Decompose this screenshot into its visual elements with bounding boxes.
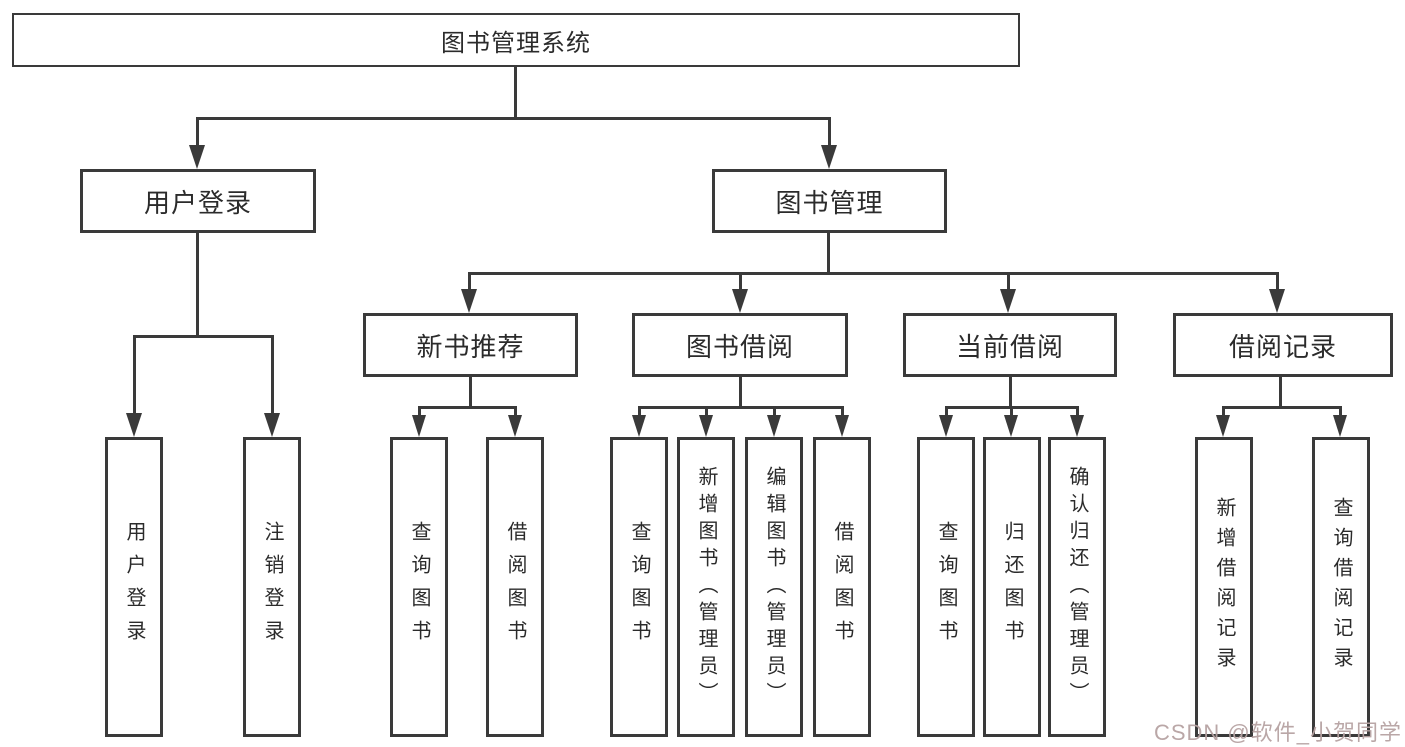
leaf-logout: 注销登录: [243, 437, 301, 737]
connector-mgmt-drop: [1276, 272, 1279, 291]
leaf-user-login: 用户登录: [105, 437, 163, 737]
arrow-down-icon: [1070, 415, 1084, 437]
leaf-rec-borrow-books: 借阅图书: [486, 437, 544, 737]
connector-current-drop: [945, 406, 948, 417]
arrow-down-icon: [126, 413, 142, 437]
connector-borrow-crossbar: [638, 406, 844, 409]
connector-root-crossbar: [196, 117, 830, 120]
connector-login-crossbar: [133, 335, 274, 338]
csdn-watermark: CSDN @软件_小贺同学: [1153, 720, 1402, 745]
connector-root-stem: [514, 67, 517, 118]
leaf-borrow-edit-books-admin: 编辑图书（管理员）: [745, 437, 803, 737]
arrow-down-icon: [732, 289, 748, 313]
leaf-borrow-query-books: 查询图书: [610, 437, 668, 737]
arrow-down-icon: [1004, 415, 1018, 437]
node-new-book-recommend: 新书推荐: [363, 313, 578, 377]
node-borrow-record: 借阅记录: [1173, 313, 1393, 377]
arrow-down-icon: [835, 415, 849, 437]
connector-current-drop: [1010, 406, 1013, 417]
node-book-borrow: 图书借阅: [632, 313, 848, 377]
leaf-borrow-add-books-admin: 新增图书（管理员）: [677, 437, 735, 737]
connector-record-drop: [1222, 406, 1225, 417]
connector-rec-drop: [418, 406, 421, 417]
connector-borrow-drop: [841, 406, 844, 417]
connector-borrow-drop: [705, 406, 708, 417]
connector-borrow-drop: [773, 406, 776, 417]
node-current-borrow: 当前借阅: [903, 313, 1117, 377]
connector-borrow-drop: [638, 406, 641, 417]
connector-rec-crossbar: [418, 406, 517, 409]
node-user-login: 用户登录: [80, 169, 316, 233]
connector-record-drop: [1339, 406, 1342, 417]
connector-mgmt-drop: [1007, 272, 1010, 291]
leaf-rec-query-books: 查询图书: [390, 437, 448, 737]
arrow-down-icon: [821, 145, 837, 169]
connector-mgmt-drop: [739, 272, 742, 291]
leaf-record-add-borrow-record: 新增借阅记录: [1195, 437, 1253, 737]
arrow-down-icon: [1269, 289, 1285, 313]
arrow-down-icon: [1216, 415, 1230, 437]
leaf-current-query-books: 查询图书: [917, 437, 975, 737]
connector-login-drop: [133, 335, 136, 415]
leaf-borrow-borrow-books: 借阅图书: [813, 437, 871, 737]
arrow-down-icon: [1000, 289, 1016, 313]
arrow-down-icon: [461, 289, 477, 313]
connector-record-crossbar: [1222, 406, 1342, 409]
arrow-down-icon: [699, 415, 713, 437]
connector-mgmt-stem: [827, 233, 830, 274]
connector-root-drop-left: [196, 117, 199, 147]
arrow-down-icon: [189, 145, 205, 169]
node-book-management: 图书管理: [712, 169, 947, 233]
arrow-down-icon: [412, 415, 426, 437]
arrow-down-icon: [632, 415, 646, 437]
node-library-system: 图书管理系统: [12, 13, 1020, 67]
connector-current-drop: [1076, 406, 1079, 417]
connector-rec-drop: [514, 406, 517, 417]
connector-login-stem: [196, 233, 199, 337]
arrow-down-icon: [1333, 415, 1347, 437]
arrow-down-icon: [264, 413, 280, 437]
arrow-down-icon: [939, 415, 953, 437]
arrow-down-icon: [508, 415, 522, 437]
connector-mgmt-crossbar: [468, 272, 1279, 275]
connector-login-drop: [271, 335, 274, 415]
connector-borrow-stem: [739, 377, 742, 408]
arrow-down-icon: [767, 415, 781, 437]
leaf-record-query-borrow-record: 查询借阅记录: [1312, 437, 1370, 737]
connector-current-stem: [1009, 377, 1012, 408]
connector-rec-stem: [469, 377, 472, 408]
connector-root-drop-right: [828, 117, 831, 147]
leaf-current-return-books: 归还图书: [983, 437, 1041, 737]
connector-record-stem: [1279, 377, 1282, 408]
leaf-current-confirm-return-admin: 确认归还（管理员）: [1048, 437, 1106, 737]
connector-mgmt-drop: [468, 272, 471, 291]
